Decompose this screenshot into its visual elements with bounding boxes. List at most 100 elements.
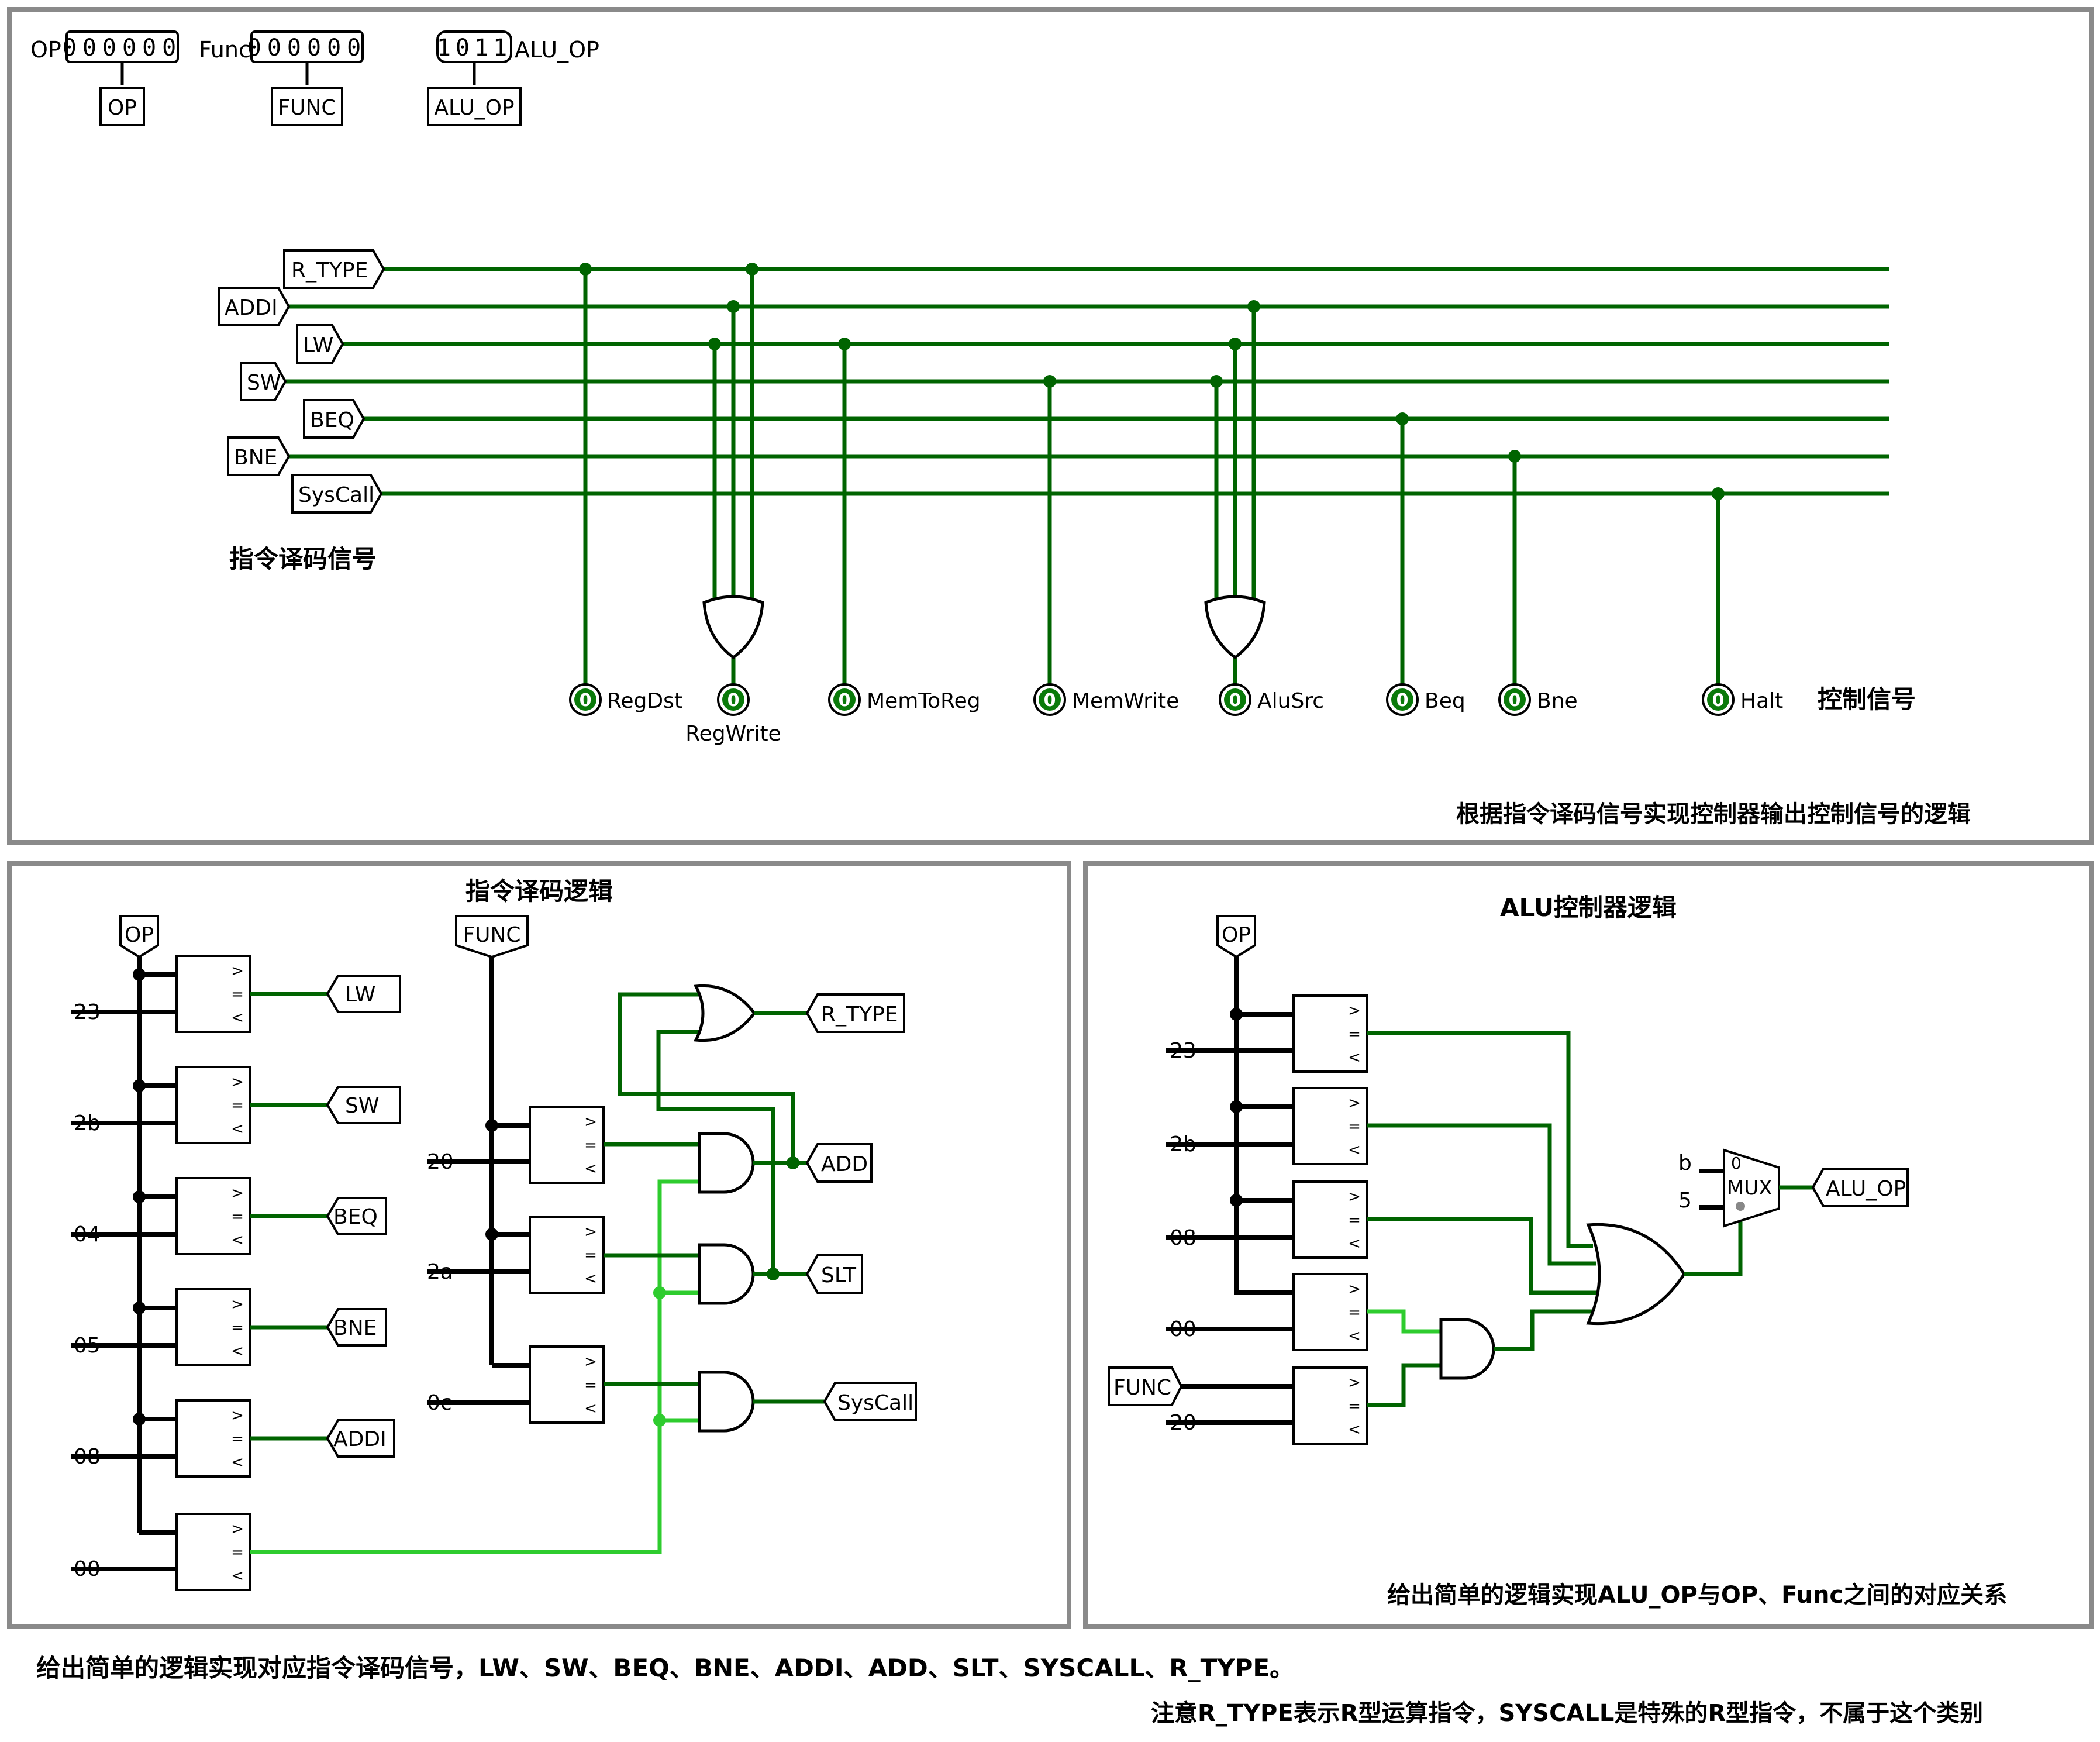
add-output-tunnel[interactable]: ADD <box>805 1143 873 1183</box>
svg-text:FUNC: FUNC <box>1113 1376 1171 1400</box>
svg-text:>: > <box>231 1520 244 1538</box>
svg-text:BEQ: BEQ <box>333 1205 378 1229</box>
svg-text:>: > <box>584 1353 597 1371</box>
svg-text:=: = <box>231 1544 244 1561</box>
alu-panel-title: ALU控制器逻辑 <box>1500 893 1677 922</box>
svg-text:LW: LW <box>345 983 375 1007</box>
bne-output-tunnel[interactable]: BNE <box>326 1308 387 1347</box>
svg-text:<: < <box>584 1160 597 1178</box>
svg-text:08: 08 <box>74 1445 101 1469</box>
led-halt: 0 Halt <box>1702 683 1783 716</box>
alu-cmp-2b: > = < 2b <box>1166 1087 1368 1165</box>
svg-text:Halt: Halt <box>1740 689 1783 713</box>
svg-text:BEQ: BEQ <box>310 408 354 432</box>
cmp-syscall: > = < 0c <box>427 1345 605 1424</box>
aluop-tunnel-label: ALU_OP <box>434 96 514 120</box>
decode-op-junctions <box>133 968 146 1426</box>
tunnel-beq[interactable]: BEQ <box>303 399 365 439</box>
svg-text:SW: SW <box>247 371 281 395</box>
svg-text:=: = <box>1348 1304 1361 1321</box>
svg-text:08: 08 <box>1170 1226 1196 1250</box>
svg-text:=: = <box>231 986 244 1003</box>
op-pin-value: 000000 <box>63 35 182 61</box>
top-junctions <box>579 263 1725 500</box>
top-input-wires <box>283 267 1889 496</box>
led-regwrite: 0 RegWrite <box>685 683 781 746</box>
svg-text:>: > <box>231 1407 244 1424</box>
alu-op-tunnel[interactable]: OP <box>1216 915 1256 959</box>
cmp-beq: > = < BEQ 04 <box>71 1177 387 1255</box>
svg-text:<: < <box>231 1120 244 1138</box>
svg-text:ADDI: ADDI <box>225 296 278 320</box>
svg-text:=: = <box>584 1376 597 1394</box>
svg-text:2b: 2b <box>74 1111 101 1135</box>
svg-text:<: < <box>231 1342 244 1360</box>
svg-text:ADD: ADD <box>821 1152 868 1176</box>
tunnel-bne[interactable]: BNE <box>227 436 291 476</box>
svg-text:MemToReg: MemToReg <box>867 689 981 713</box>
svg-text:0: 0 <box>1731 1154 1742 1173</box>
func-pin-value: 000000 <box>247 35 367 61</box>
sw-output-tunnel[interactable]: SW <box>326 1086 401 1124</box>
cmp-lw: > = < LW 23 <box>71 955 401 1033</box>
svg-text:=: = <box>231 1208 244 1225</box>
cmp-addi: > = < ADDI 08 <box>71 1399 395 1478</box>
svg-text:>: > <box>1348 1094 1361 1112</box>
svg-text:=: = <box>1348 1397 1361 1415</box>
tunnel-addi[interactable]: ADDI <box>218 287 291 326</box>
alu-cmp-08: > = < 08 <box>1166 1180 1368 1259</box>
svg-text:R_TYPE: R_TYPE <box>821 1003 898 1027</box>
cmp-rtype-op: > = < 00 <box>71 1513 251 1591</box>
cmp-slt: > = < 2a <box>427 1216 605 1294</box>
svg-text:R_TYPE: R_TYPE <box>291 259 368 283</box>
alu-op-output-tunnel[interactable]: ALU_OP <box>1811 1168 1909 1207</box>
beq-output-tunnel[interactable]: BEQ <box>326 1197 387 1235</box>
alu-or-gate <box>1586 1223 1686 1326</box>
func-pin-label: Func <box>199 37 251 63</box>
alu-and-gate <box>1439 1318 1495 1380</box>
svg-text:=: = <box>1348 1118 1361 1135</box>
footer-line-2: 注意R_TYPE表示R型运算指令，SYSCALL是特殊的R型指令，不属于这个类别 <box>1151 1700 1983 1727</box>
svg-text:=: = <box>231 1097 244 1114</box>
svg-text:<: < <box>584 1400 597 1417</box>
svg-text:20: 20 <box>1170 1411 1196 1435</box>
op-input-pin[interactable]: OP 000000 OP <box>30 30 182 126</box>
svg-text:>: > <box>1348 1374 1361 1392</box>
tunnel-syscall[interactable]: SysCall <box>291 474 383 514</box>
svg-text:<: < <box>231 1567 244 1585</box>
svg-text:2a: 2a <box>427 1260 453 1284</box>
svg-text:=: = <box>1348 1025 1361 1043</box>
syscall-output-tunnel[interactable]: SysCall <box>823 1382 917 1421</box>
lw-output-tunnel[interactable]: LW <box>326 975 401 1013</box>
svg-text:2b: 2b <box>1170 1132 1196 1156</box>
alu-func-tunnel[interactable]: FUNC <box>1108 1366 1183 1406</box>
svg-text:BNE: BNE <box>234 446 277 470</box>
svg-text:=: = <box>1348 1211 1361 1229</box>
aluop-pin-label: ALU_OP <box>515 37 599 63</box>
decode-func-tunnel[interactable]: FUNC <box>455 915 529 959</box>
tunnel-r-type[interactable]: R_TYPE <box>283 249 385 289</box>
aluop-output-pin[interactable]: 1011 ALU_OP ALU_OP <box>427 30 599 126</box>
func-input-pin[interactable]: Func 000000 FUNC <box>199 30 367 126</box>
tunnel-sw[interactable]: SW <box>240 362 287 401</box>
svg-text:<: < <box>584 1270 597 1287</box>
svg-text:AluSrc: AluSrc <box>1257 689 1324 713</box>
svg-text:MemWrite: MemWrite <box>1072 689 1179 713</box>
svg-text:0: 0 <box>727 690 740 711</box>
alu-cmp-00: > = < 00 <box>1166 1273 1368 1351</box>
rtype-output-tunnel[interactable]: R_TYPE <box>805 993 905 1033</box>
tunnel-lw[interactable]: LW <box>296 324 344 364</box>
led-beq: 0 Beq <box>1386 683 1465 716</box>
alu-mux: 0 MUX b 5 <box>1678 1148 1780 1228</box>
slt-output-tunnel[interactable]: SLT <box>805 1254 863 1294</box>
alu-panel-border <box>1083 861 2094 1629</box>
cmp-sw: > = < SW 2b <box>71 1066 401 1144</box>
decode-op-tunnel[interactable]: OP <box>119 915 159 959</box>
op-tunnel-label: OP <box>108 96 137 120</box>
add-and-gate <box>698 1132 755 1194</box>
svg-text:=: = <box>231 1430 244 1448</box>
svg-text:04: 04 <box>74 1223 101 1247</box>
addi-output-tunnel[interactable]: ADDI <box>326 1419 395 1458</box>
led-bne: 0 Bne <box>1498 683 1578 716</box>
